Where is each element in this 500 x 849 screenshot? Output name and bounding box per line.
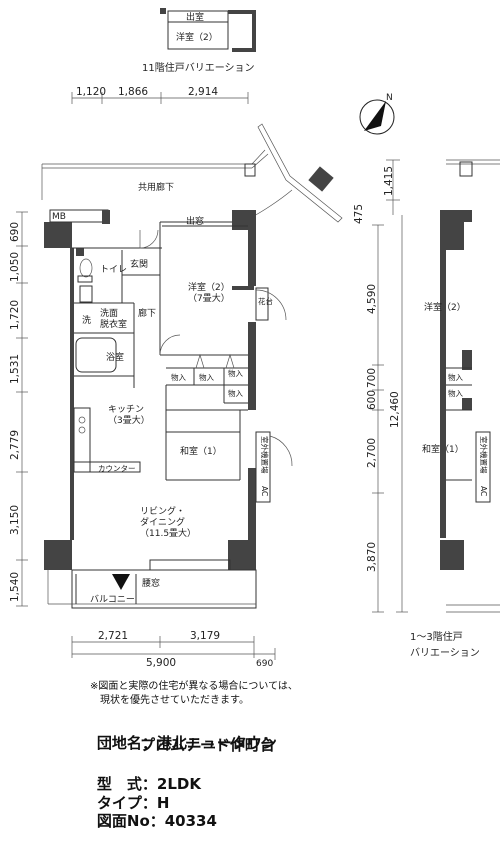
storage-label-4: 物入	[228, 388, 243, 398]
right-dim-3: 600	[366, 390, 378, 410]
bottom-total-dim: 5,900	[146, 657, 176, 669]
bath-label: 浴室	[106, 351, 124, 363]
left-dim-4: 1,531	[9, 354, 21, 384]
living-label: リビング・ダイニング（11.5畳大）	[140, 505, 196, 539]
corridor-outline	[41, 123, 343, 223]
left-dim-5: 2,779	[9, 430, 21, 460]
variation-11f-closet-label: 出室	[186, 11, 204, 23]
mb-label: MB	[52, 212, 66, 222]
top-dimension-line	[71, 92, 249, 104]
variation-13f-western-label: 洋室（2）	[424, 301, 466, 313]
variation-11f-caption: 11階住戸バリエーション	[142, 61, 255, 74]
variation-11f-western-label: 洋室（2）	[176, 31, 218, 43]
left-dim-6: 3,150	[9, 505, 21, 535]
variation-13f-storage-2: 物入	[448, 388, 463, 398]
estate-label: 団地名：	[96, 734, 157, 752]
compass-icon: N	[359, 93, 395, 135]
bottom-dimension-line	[71, 636, 276, 660]
right-top-dim-2: 475	[353, 204, 365, 224]
top-dim-2: 1,866	[118, 86, 148, 98]
left-dim-1: 690	[9, 222, 21, 242]
corridor-label: 共用廊下	[138, 181, 174, 193]
window-label: 腰窓	[142, 577, 160, 589]
left-dimension-line	[16, 211, 28, 607]
top-dim-3: 2,914	[188, 86, 218, 98]
right-dim-1: 4,590	[366, 284, 378, 314]
storage-label-3: 物入	[228, 368, 243, 378]
kind-value: H	[156, 794, 170, 812]
right-total-dim: 12,460	[389, 391, 401, 428]
kind-label: タイプ：	[96, 794, 157, 812]
genkan-label: 玄関	[130, 258, 148, 270]
ac-label: AC	[260, 486, 269, 496]
storage-label-2: 物入	[199, 372, 214, 382]
top-dim-1: 1,120	[76, 86, 106, 98]
type-value: 2LDK	[156, 775, 201, 793]
right-dimension-line	[372, 215, 408, 613]
right-top-dim-1: 1,415	[383, 166, 395, 196]
toilet-label: トイレ	[100, 265, 127, 275]
main-plan-walls	[44, 209, 293, 609]
variation-13f-unit-label: 室外機置場	[479, 436, 489, 474]
right-dim-2: 700	[366, 368, 378, 388]
estate-name: 港北ニュータウン	[156, 734, 277, 752]
flower-label: 花台	[258, 296, 273, 306]
bottom-dim-2: 3,179	[190, 630, 220, 642]
variation-13f-caption: 1〜3階住戸 バリエーション	[410, 632, 480, 659]
washroom-label: 洗面脱衣室	[100, 307, 127, 330]
hallway-label: 廊下	[138, 307, 156, 319]
right-dim-5: 3,870	[366, 542, 378, 572]
right-dim-4: 2,700	[366, 438, 378, 468]
counter-label: カウンター	[98, 464, 136, 473]
disclaimer-note: ※図面と実際の住宅が異なる場合については、 現状を優先させていただきます。	[90, 681, 298, 706]
right-top-dimension	[386, 159, 400, 215]
kitchen-label: キッチン（3畳大）	[108, 404, 150, 426]
plan-value: 40334	[164, 812, 217, 830]
washitsu-label: 和室（1）	[180, 445, 222, 457]
bottom-dim-1: 2,721	[98, 630, 128, 642]
left-dim-7: 1,540	[9, 572, 21, 602]
type-label: 型 式：	[96, 775, 157, 793]
estate-name-2: プロムナード仲町台	[140, 736, 276, 754]
compass-north-label: N	[386, 93, 393, 103]
western2-label: 洋室（2）（7畳大）	[188, 281, 230, 304]
variation-13f-washitsu-label: 和室（1）	[422, 443, 464, 455]
bottom-extra-dim: 690	[256, 659, 273, 669]
plan-label: 図面No：	[96, 812, 165, 830]
balcony-label: バルコニー	[90, 594, 135, 605]
closet-label: 出窓	[186, 215, 204, 227]
left-dim-2: 1,050	[9, 252, 21, 282]
variation-13f-ac-label: AC	[479, 486, 488, 496]
left-dim-3: 1,720	[9, 300, 21, 330]
floor-plan: 出室 洋室（2） 11階住戸バリエーション 1,120 1,866 2,914 …	[9, 8, 500, 669]
variation-11f-plan: 出室 洋室（2）	[160, 8, 256, 52]
wash-label: 洗	[82, 314, 91, 326]
storage-label-1: 物入	[171, 372, 186, 382]
unit-label: 室外機置場	[260, 436, 270, 474]
variation-13f-storage-1: 物入	[448, 372, 463, 382]
variation-13f-plan	[440, 159, 500, 613]
